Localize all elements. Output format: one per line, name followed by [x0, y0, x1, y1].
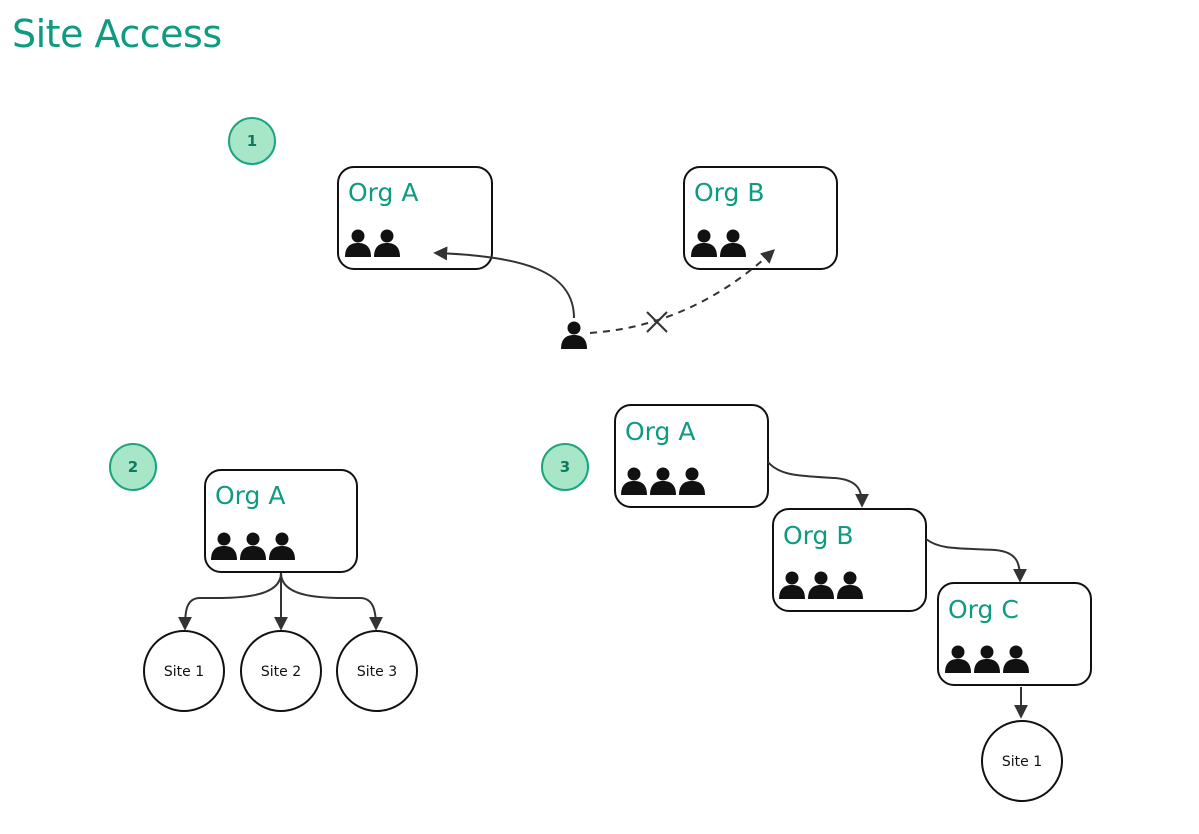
org-b-members-icon [779, 571, 863, 599]
org-b-box[interactable]: Org B [683, 166, 838, 270]
org-c-box[interactable]: Org C [937, 582, 1092, 686]
page-title: Site Access [12, 12, 222, 56]
org-a-label: Org A [215, 481, 285, 510]
site-label: Site 1 [164, 664, 204, 680]
scenario-1: 1 Org A Org B [228, 117, 838, 349]
org-b-label: Org B [783, 521, 853, 550]
site-1-node[interactable]: Site 1 [981, 720, 1063, 802]
org-a-to-org-b-arrow [767, 461, 869, 508]
x-mark-icon [646, 311, 668, 333]
step-badge-1: 1 [228, 117, 276, 165]
site-1-node[interactable]: Site 1 [143, 630, 225, 712]
org-c-members-icon [945, 645, 1029, 673]
org-a-box[interactable]: Org A [204, 469, 358, 573]
scenario-2: 2 Org A Site 1 Site 2 Site 3 [109, 443, 418, 712]
step-number: 3 [560, 458, 570, 476]
org-b-to-org-c-arrow [925, 538, 1027, 583]
step-badge-2: 2 [109, 443, 157, 491]
site-label: Site 3 [357, 664, 397, 680]
user-to-org-a-arrow [433, 246, 575, 319]
site-2-node[interactable]: Site 2 [240, 630, 322, 712]
org-b-label: Org B [694, 178, 764, 207]
org-a-box[interactable]: Org A [614, 404, 769, 508]
org-a-label: Org A [348, 178, 418, 207]
scenario-3: 3 Org A Org B Org C [541, 404, 1092, 802]
org-a-members-icon [621, 467, 705, 495]
org-a-box[interactable]: Org A [337, 166, 493, 270]
org-a-members-icon [211, 532, 295, 560]
org-a-label: Org A [625, 417, 695, 446]
org-to-site-1-arrow [178, 572, 282, 631]
step-badge-3: 3 [541, 443, 589, 491]
site-label: Site 2 [261, 664, 301, 680]
site-label: Site 1 [1002, 754, 1042, 770]
site-3-node[interactable]: Site 3 [336, 630, 418, 712]
step-number: 1 [247, 132, 257, 150]
person-icon [561, 321, 587, 349]
step-number: 2 [128, 458, 138, 476]
org-b-box[interactable]: Org B [772, 508, 927, 612]
org-to-site-3-arrow [280, 572, 383, 631]
org-c-label: Org C [948, 595, 1019, 624]
